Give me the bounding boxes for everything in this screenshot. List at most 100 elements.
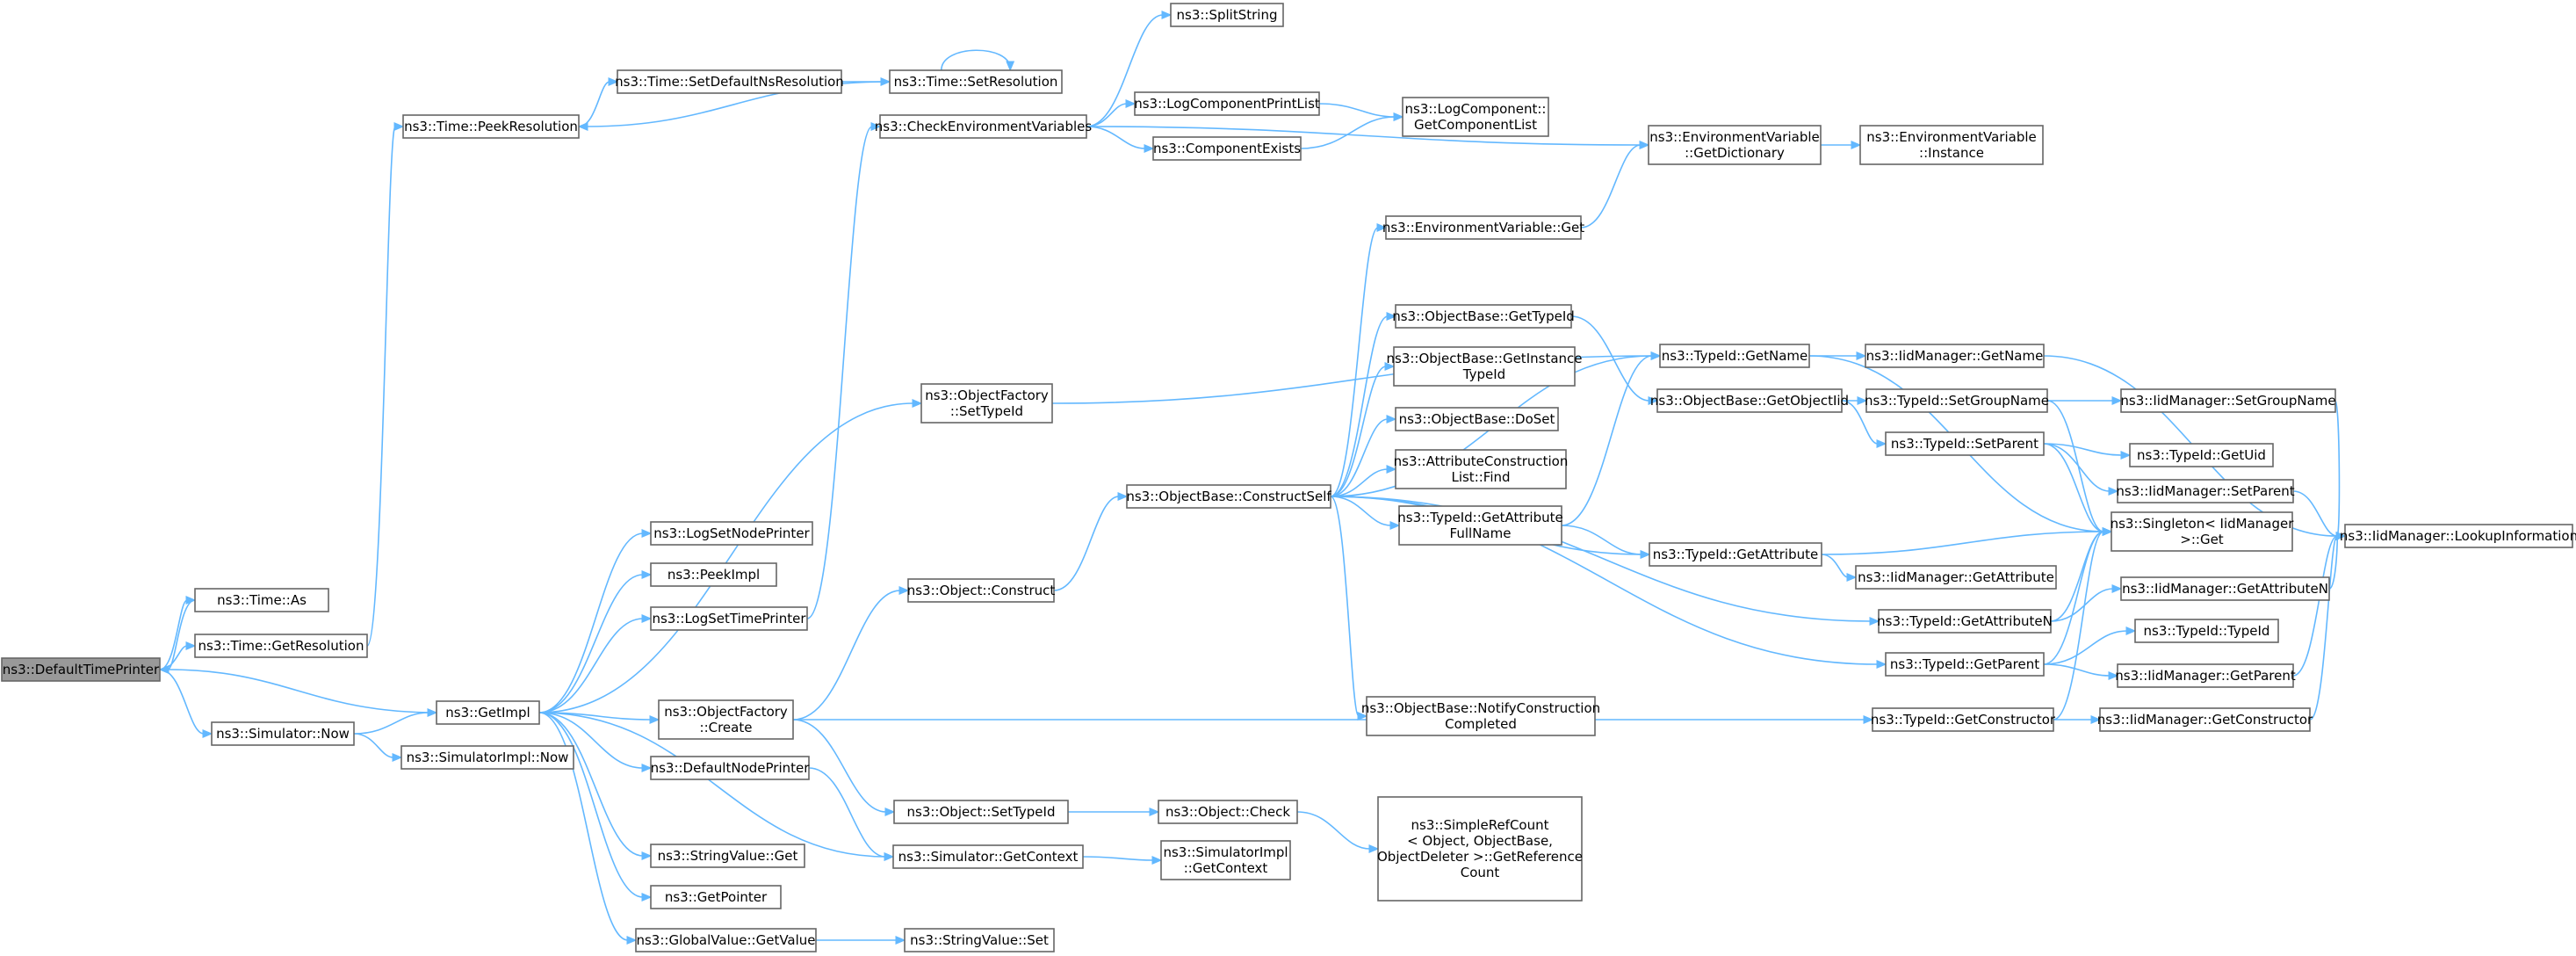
node-setDefaultNs[interactable]: ns3::Time::SetDefaultNsResolution — [615, 69, 844, 94]
node-envVarGetDict[interactable]: ns3::EnvironmentVariable::GetDictionary — [1648, 125, 1822, 165]
node-objConstruct[interactable]: ns3::Object::Construct — [907, 578, 1056, 603]
node-label: ::GetContext — [1184, 860, 1268, 876]
node-box — [2344, 524, 2573, 548]
arrowhead-icon — [185, 641, 197, 650]
edge-line — [2043, 443, 2123, 456]
node-box — [1659, 344, 1810, 368]
node-box — [2120, 576, 2330, 601]
node-iidGetAttributeN[interactable]: ns3::IidManager::GetAttributeN — [2120, 576, 2330, 601]
node-label: ns3::Simulator::GetContext — [898, 849, 1079, 865]
edge-getImpl-to-getPointer — [538, 712, 653, 902]
node-box — [1649, 542, 1822, 567]
node-setResolution[interactable]: ns3::Time::SetResolution — [889, 69, 1063, 94]
node-tidGetName[interactable]: ns3::TypeId::GetName — [1659, 344, 1810, 368]
node-label: ns3::ObjectFactory — [925, 387, 1049, 403]
node-stringValueGet[interactable]: ns3::StringValue::Get — [650, 844, 805, 868]
node-getResolution[interactable]: ns3::Time::GetResolution — [194, 634, 368, 658]
node-globalValueGetValue[interactable]: ns3::GlobalValue::GetValue — [635, 928, 817, 952]
edge-getImpl-to-root — [158, 665, 437, 713]
node-splitString[interactable]: ns3::SplitString — [1170, 3, 1284, 27]
edge-getResolution-to-peekResolution — [366, 122, 405, 647]
node-tidGetConstructor[interactable]: ns3::TypeId::GetConstructor — [1871, 707, 2056, 732]
node-ofCreate[interactable]: ns3::ObjectFactory::Create — [658, 699, 794, 740]
node-iidGetName[interactable]: ns3::IidManager::GetName — [1865, 344, 2045, 368]
node-tidTypeId[interactable]: ns3::TypeId::TypeId — [2134, 619, 2279, 643]
edge-line — [1561, 525, 1642, 555]
arrowhead-icon — [1639, 141, 1650, 149]
node-defaultNodePrinter[interactable]: ns3::DefaultNodePrinter — [650, 756, 811, 780]
edge-line — [1561, 355, 1653, 526]
edge-obGetTypeId-to-obGetObjectIid — [1570, 315, 1659, 405]
node-label: ns3::GetPointer — [665, 889, 768, 905]
node-iidLookupInformation[interactable]: ns3::IidManager::LookupInformation — [2340, 524, 2576, 548]
node-simGetContext[interactable]: ns3::Simulator::GetContext — [892, 844, 1084, 869]
node-ofSetTypeId[interactable]: ns3::ObjectFactory::SetTypeId — [920, 383, 1053, 424]
edge-line — [1330, 496, 1872, 622]
node-box — [1859, 125, 2044, 165]
node-simNow[interactable]: ns3::Simulator::Now — [211, 721, 355, 746]
node-logComponentPrintList[interactable]: ns3::LogComponentPrintList — [1134, 91, 1320, 116]
node-box — [1872, 707, 2054, 732]
node-simImplNow[interactable]: ns3::SimulatorImpl::Now — [400, 745, 574, 770]
node-label: ns3::Singleton< IidManager — [2111, 516, 2295, 532]
node-stringValueSet[interactable]: ns3::StringValue::Set — [904, 928, 1055, 952]
node-iidGetAttribute[interactable]: ns3::IidManager::GetAttribute — [1855, 565, 2057, 590]
node-box — [893, 800, 1069, 824]
node-tidGetParent[interactable]: ns3::TypeId::GetParent — [1885, 652, 2045, 677]
node-tidGetUid[interactable]: ns3::TypeId::GetUid — [2129, 443, 2274, 467]
edge-logSetTimePrinter-to-checkEnv — [806, 122, 882, 619]
edge-tidGetAttributeFullName-to-tidGetAttribute — [1561, 525, 1651, 559]
node-label: ns3::PeekImpl — [667, 567, 760, 583]
node-logSetTimePrinter[interactable]: ns3::LogSetTimePrinter — [650, 606, 808, 631]
node-iidSetParent[interactable]: ns3::IidManager::SetParent — [2116, 479, 2295, 503]
node-getImpl[interactable]: ns3::GetImpl — [436, 700, 540, 725]
edge-line — [1841, 400, 1879, 445]
node-simImplGetContext[interactable]: ns3::SimulatorImpl::GetContext — [1160, 840, 1291, 880]
node-objCheck[interactable]: ns3::Object::Check — [1158, 800, 1298, 824]
node-obNotifyConstructionCompleted[interactable]: ns3::ObjectBase::NotifyConstructionCompl… — [1361, 696, 1600, 736]
node-peekImpl[interactable]: ns3::PeekImpl — [650, 562, 777, 587]
arrowhead-icon — [2111, 584, 2123, 593]
node-envVarInstance[interactable]: ns3::EnvironmentVariable::Instance — [1859, 125, 2044, 165]
node-tidSetGroupName[interactable]: ns3::TypeId::SetGroupName — [1865, 388, 2049, 413]
node-box — [1395, 304, 1572, 329]
node-root[interactable]: ns3::DefaultTimePrinter — [1, 657, 161, 682]
edge-line — [538, 712, 644, 857]
node-label: >::Get — [2180, 532, 2224, 547]
node-tidGetAttributeN[interactable]: ns3::TypeId::GetAttributeN — [1877, 609, 2053, 634]
node-tidGetAttribute[interactable]: ns3::TypeId::GetAttribute — [1649, 542, 1822, 567]
edge-line — [2043, 531, 2104, 665]
node-obGetObjectIid[interactable]: ns3::ObjectBase::GetObjectIid — [1650, 388, 1849, 413]
node-label: List::Find — [1451, 469, 1510, 485]
edge-getImpl-to-logSetNodePrinter — [538, 529, 653, 713]
node-singletonGet[interactable]: ns3::Singleton< IidManager >::Get — [2111, 511, 2295, 552]
node-timeAs[interactable]: ns3::Time::As — [194, 588, 329, 612]
edge-line — [538, 712, 629, 941]
node-componentExists[interactable]: ns3::ComponentExists — [1152, 136, 1302, 161]
arrowhead-icon — [1869, 617, 1880, 626]
node-box — [889, 69, 1063, 94]
node-envVarGet[interactable]: ns3::EnvironmentVariable::Get — [1382, 215, 1584, 240]
node-iidGetParent[interactable]: ns3::IidManager::GetParent — [2115, 663, 2296, 688]
node-iidGetConstructor[interactable]: ns3::IidManager::GetConstructor — [2097, 707, 2313, 732]
node-peekResolution[interactable]: ns3::Time::PeekResolution — [402, 114, 580, 139]
node-checkEnv[interactable]: ns3::CheckEnvironmentVariables — [875, 114, 1093, 139]
node-obConstructSelf[interactable]: ns3::ObjectBase::ConstructSelf — [1126, 484, 1331, 509]
node-simpleRefCount[interactable]: ns3::SimpleRefCount< Object, ObjectBase,… — [1377, 796, 1583, 902]
node-iidSetGroupName[interactable]: ns3::IidManager::SetGroupName — [2120, 388, 2336, 413]
node-logSetNodePrinter[interactable]: ns3::LogSetNodePrinter — [650, 521, 813, 546]
arrowhead-icon — [1125, 99, 1136, 108]
node-logCompGetList[interactable]: ns3::LogComponent::GetComponentList — [1402, 97, 1549, 137]
node-obDoSet[interactable]: ns3::ObjectBase::DoSet — [1395, 407, 1559, 431]
node-box — [1865, 344, 2045, 368]
edge-line — [792, 719, 887, 813]
node-tidSetParent[interactable]: ns3::TypeId::SetParent — [1885, 431, 2045, 456]
edge-line — [538, 712, 644, 769]
edge-line — [1086, 126, 1642, 146]
node-obGetTypeId[interactable]: ns3::ObjectBase::GetTypeId — [1392, 304, 1575, 329]
node-getPointer[interactable]: ns3::GetPointer — [650, 885, 782, 909]
node-objSetTypeId[interactable]: ns3::Object::SetTypeId — [893, 800, 1069, 824]
